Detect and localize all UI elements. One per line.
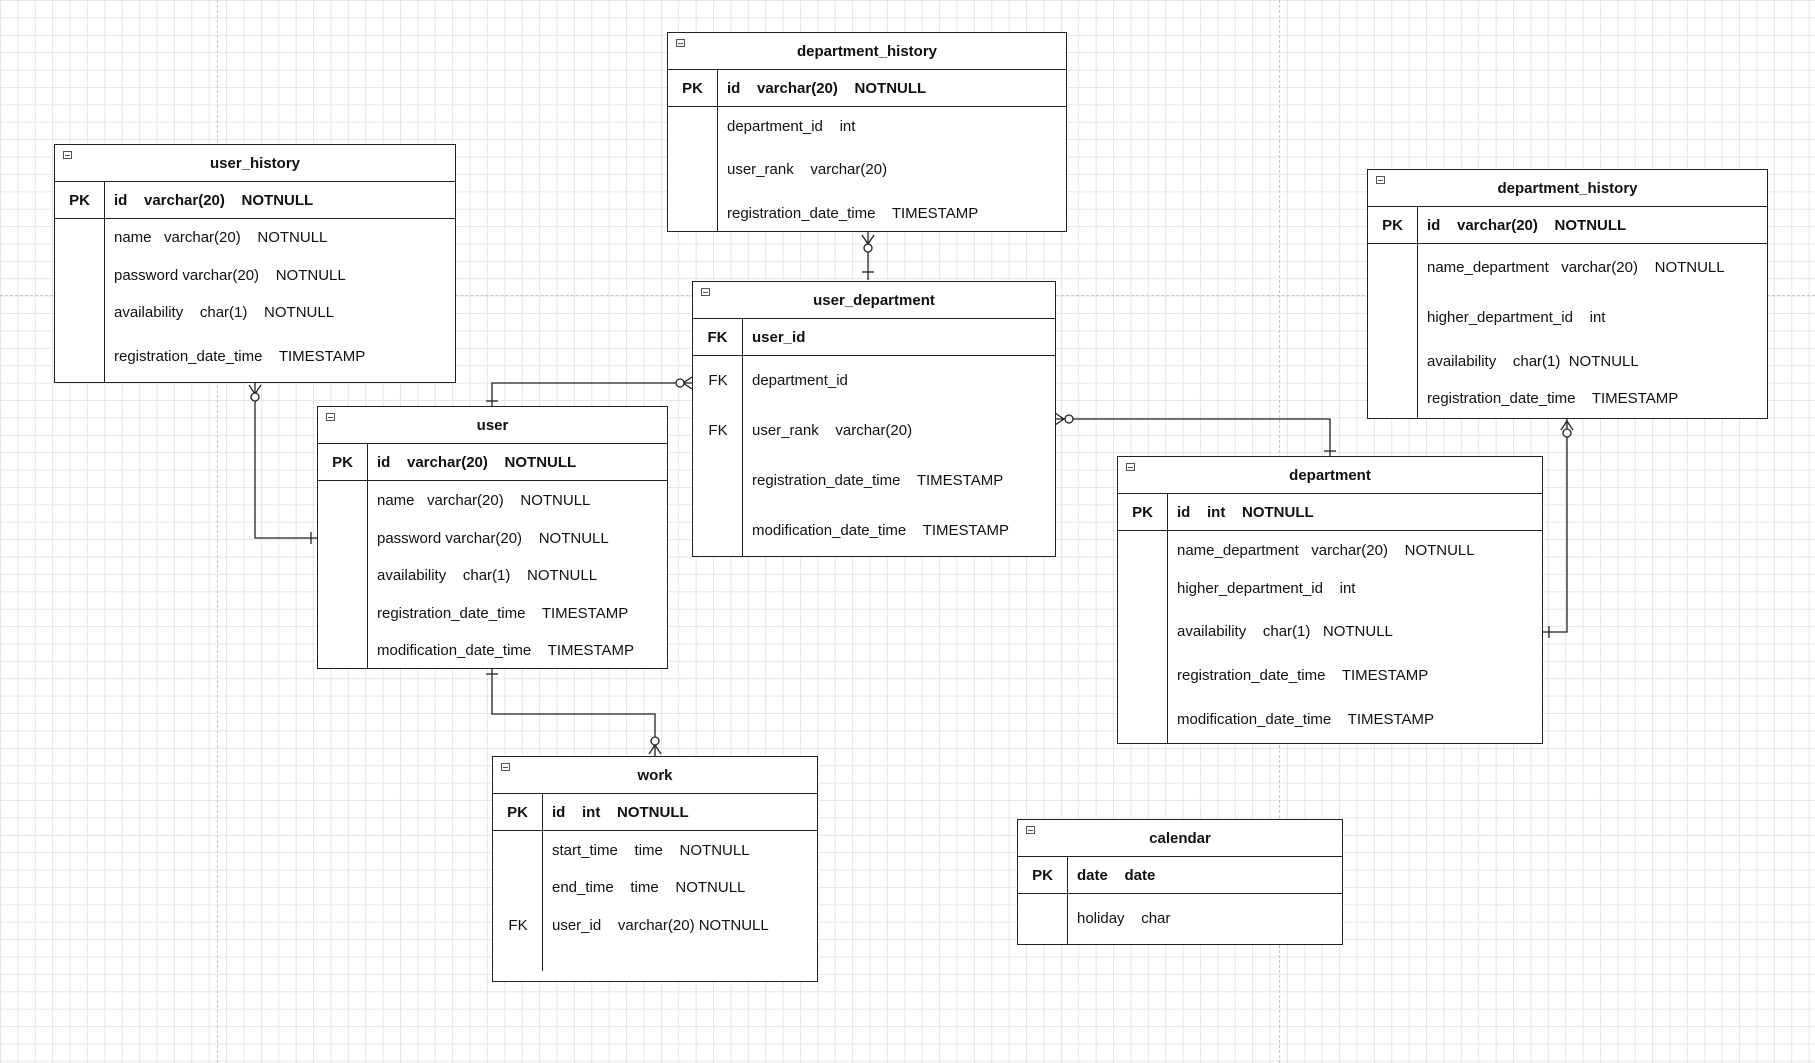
field-row: registration_date_time TIMESTAMP [752,472,1004,489]
pk-field: id int NOTNULL [1177,503,1314,521]
field-row: registration_date_time TIMESTAMP [727,205,979,222]
pk-field: id varchar(20) NOTNULL [1427,216,1627,234]
collapse-icon[interactable] [1376,176,1385,184]
key-label: PK [1018,857,1068,893]
table-department-history-top[interactable]: department_history PK id varchar(20) NOTN… [667,32,1067,232]
field-row: modification_date_time TIMESTAMP [1177,711,1435,728]
table-title: work [637,766,673,784]
collapse-icon[interactable] [63,151,72,159]
field-row: user_rank varchar(20) [727,161,888,178]
table-title: department [1289,466,1371,484]
pk-field: id varchar(20) NOTNULL [377,453,577,471]
field-row: name varchar(20) NOTNULL [114,229,328,246]
field-row: start_time time NOTNULL [552,842,750,859]
field-row: registration_date_time TIMESTAMP [377,605,629,622]
field-row: availability char(1) NOTNULL [377,567,598,584]
pk-field: id int NOTNULL [552,803,689,821]
fk-label: FK [708,422,728,439]
pk-field: id varchar(20) NOTNULL [727,79,927,97]
pk-field: date date [1077,866,1156,884]
key-label: PK [1118,494,1168,530]
rel-department-dept-history [1543,419,1568,633]
table-title: user_department [813,291,935,309]
field-row: password varchar(20) NOTNULL [114,267,346,284]
field-row: registration_date_time TIMESTAMP [1177,667,1429,684]
field-row: higher_department_id int [1427,309,1606,326]
key-label: PK [318,444,368,480]
pk-field: user_id [752,328,806,346]
key-label: PK [493,794,543,830]
field-row: end_time time NOTNULL [552,879,746,896]
table-department[interactable]: department PK id int NOTNULL name_departm… [1117,456,1543,744]
field-row: availability char(1) NOTNULL [114,304,335,321]
collapse-icon[interactable] [326,413,335,421]
guide-line [217,0,218,1063]
field-row: registration_date_time TIMESTAMP [114,348,366,365]
table-title: calendar [1149,829,1211,847]
field-row: holiday char [1077,910,1171,927]
field-row: user_rank varchar(20) [752,422,913,439]
field-row: registration_date_time TIMESTAMP [1427,390,1679,407]
key-label: PK [668,70,718,106]
table-department-history-right[interactable]: department_history PK id varchar(20) NOTN… [1367,169,1768,419]
field-row: name varchar(20) NOTNULL [377,492,591,509]
field-row: higher_department_id int [1177,580,1356,597]
key-label: PK [1368,207,1418,243]
field-row: department_id [752,372,848,389]
table-work[interactable]: work PK id int NOTNULL FK start_time time… [492,756,818,982]
table-title: department_history [1497,179,1638,197]
field-row: availability char(1) NOTNULL [1427,353,1639,370]
field-row: modification_date_time TIMESTAMP [377,642,635,659]
field-row: availability char(1) NOTNULL [1177,623,1393,640]
field-row: name_department varchar(20) NOTNULL [1427,259,1725,276]
table-calendar[interactable]: calendar PK date date holiday char [1017,819,1343,945]
table-user-department[interactable]: user_department FK user_id FK FK departme… [692,281,1056,557]
collapse-icon[interactable] [676,39,685,47]
field-row: name_department varchar(20) NOTNULL [1177,542,1475,559]
rel-user-user-department [491,382,692,406]
table-title: user_history [209,154,301,172]
field-row: user_id varchar(20) NOTNULL [552,917,769,934]
rel-user-work [491,669,656,756]
rel-user-history-user [254,383,317,539]
field-row: department_id int [727,118,856,135]
pk-field: id varchar(20) NOTNULL [114,191,314,209]
table-title: user [476,416,509,434]
collapse-icon[interactable] [701,288,710,296]
table-user[interactable]: user PK id varchar(20) NOTNULL name varch… [317,406,668,669]
fk-label: FK [508,917,528,934]
fk-label: FK [708,372,728,389]
collapse-icon[interactable] [1126,463,1135,471]
rel-user-department-department [1055,418,1331,456]
field-row: modification_date_time TIMESTAMP [752,522,1010,539]
table-user-history[interactable]: user_history PK id varchar(20) NOTNULL na… [54,144,456,383]
key-label: FK [693,319,743,355]
key-label: PK [55,182,105,218]
collapse-icon[interactable] [1026,826,1035,834]
collapse-icon[interactable] [501,763,510,771]
field-row: password varchar(20) NOTNULL [377,530,609,547]
table-title: department_history [796,42,938,60]
